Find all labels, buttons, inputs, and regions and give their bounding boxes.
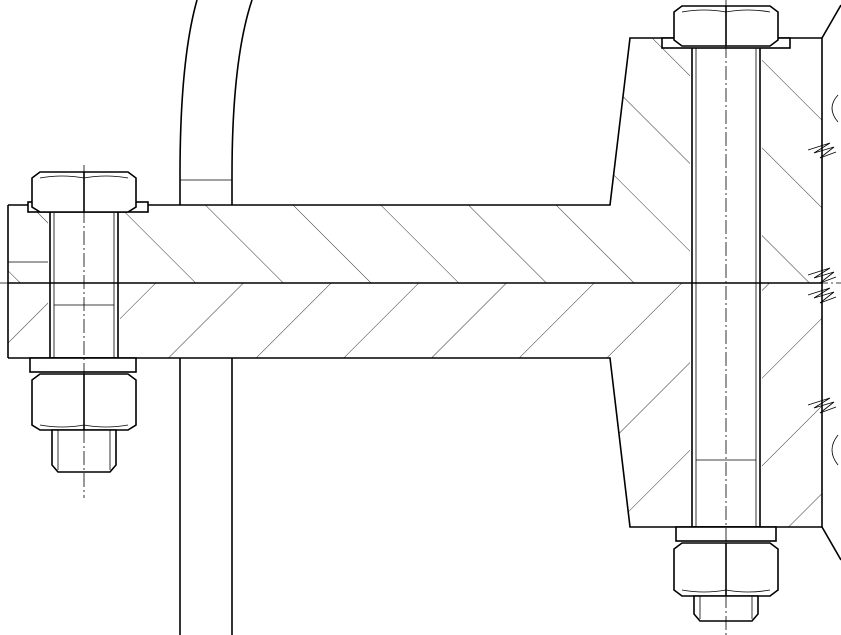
shell-outline (179, 0, 253, 635)
break-lines (807, 4, 841, 561)
lower-flange-section (8, 283, 822, 527)
right-bolt (661, 0, 791, 635)
left-bolt (27, 165, 149, 498)
upper-flange-section (8, 38, 822, 283)
